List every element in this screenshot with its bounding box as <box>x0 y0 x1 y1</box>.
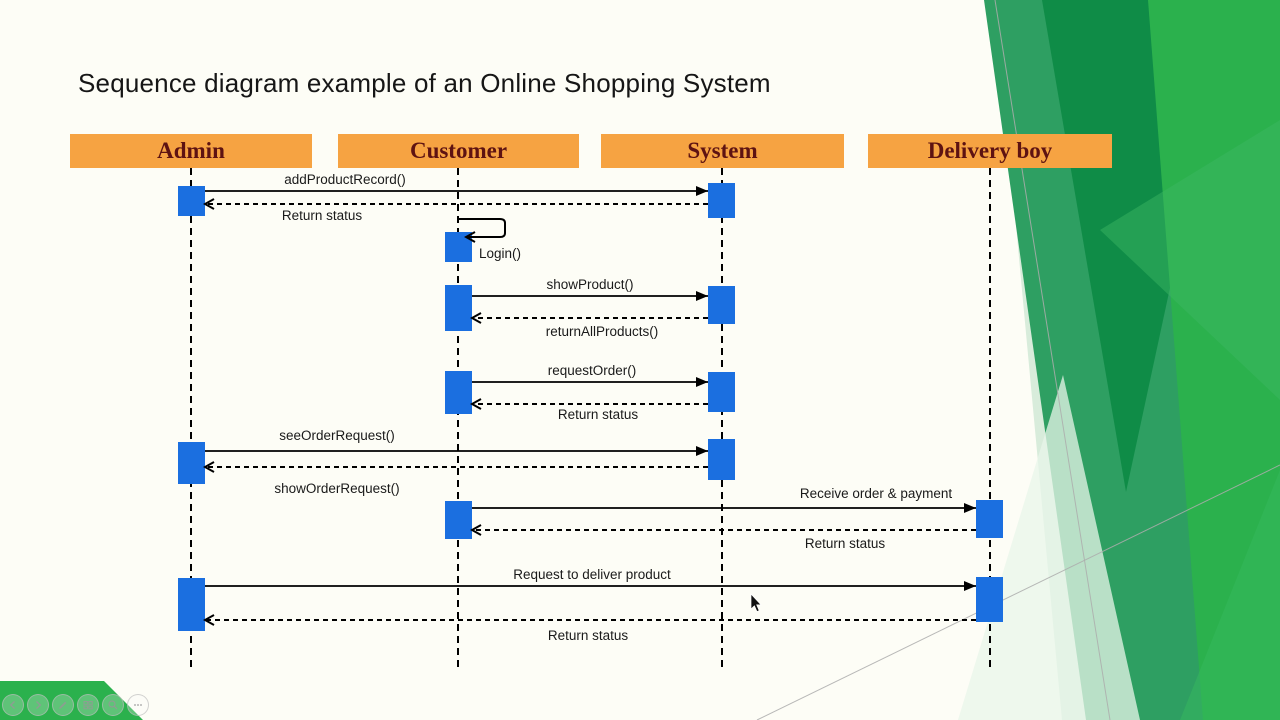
activation-box <box>976 577 1003 622</box>
activation-box <box>708 286 735 324</box>
decor-thin-line <box>756 464 1280 720</box>
zoom-slide-button[interactable] <box>102 694 124 716</box>
chevron-right-icon <box>36 700 42 710</box>
decor-thin-line <box>994 0 1111 720</box>
pen-icon <box>59 701 67 709</box>
ellipsis-icon <box>134 704 142 706</box>
activation-box <box>708 372 735 412</box>
light-overlay-triangle <box>958 375 1140 720</box>
slideshow-toolbar <box>2 694 149 716</box>
chevron-left-icon <box>9 700 15 710</box>
activation-box <box>178 578 205 631</box>
activation-box <box>708 439 735 480</box>
message-label: requestOrder() <box>548 363 637 378</box>
slides-grid-icon <box>83 701 93 710</box>
message-label: Return status <box>282 208 363 223</box>
message-label: Return status <box>548 628 629 643</box>
message-label: returnAllProducts() <box>546 324 659 339</box>
activation-box <box>178 442 205 484</box>
previous-slide-button[interactable] <box>2 694 24 716</box>
pen-annotate-button[interactable] <box>52 694 74 716</box>
message-label: showOrderRequest() <box>274 481 399 496</box>
see-all-slides-button[interactable] <box>77 694 99 716</box>
next-slide-button[interactable] <box>27 694 49 716</box>
activation-box <box>178 186 205 216</box>
slide-title: Sequence diagram example of an Online Sh… <box>78 68 771 98</box>
activation-box <box>976 500 1003 538</box>
self-message-line <box>458 218 506 237</box>
actor-header-admin: Admin <box>70 134 312 168</box>
activation-box <box>445 371 472 414</box>
actor-header-system: System <box>601 134 844 168</box>
actor-header-customer: Customer <box>338 134 579 168</box>
bright-green-band <box>1148 0 1280 720</box>
message-label: Return status <box>805 536 886 551</box>
activation-box <box>445 285 472 331</box>
message-label: addProductRecord() <box>284 172 406 187</box>
bottom-overlay <box>1180 470 1280 720</box>
message-label: Request to deliver product <box>513 567 671 582</box>
message-label: Receive order & payment <box>800 486 953 501</box>
message-label: Return status <box>558 407 639 422</box>
activation-box <box>708 183 735 218</box>
mouse-cursor <box>750 593 762 613</box>
magnifier-icon <box>108 700 118 710</box>
message-label: Login() <box>479 246 521 261</box>
activation-box <box>445 501 472 539</box>
mid-overlay <box>1100 120 1280 400</box>
message-label: showProduct() <box>546 277 633 292</box>
more-options-button[interactable] <box>127 694 149 716</box>
message-label: seeOrderRequest() <box>279 428 395 443</box>
actor-header-delivery-boy: Delivery boy <box>868 134 1112 168</box>
